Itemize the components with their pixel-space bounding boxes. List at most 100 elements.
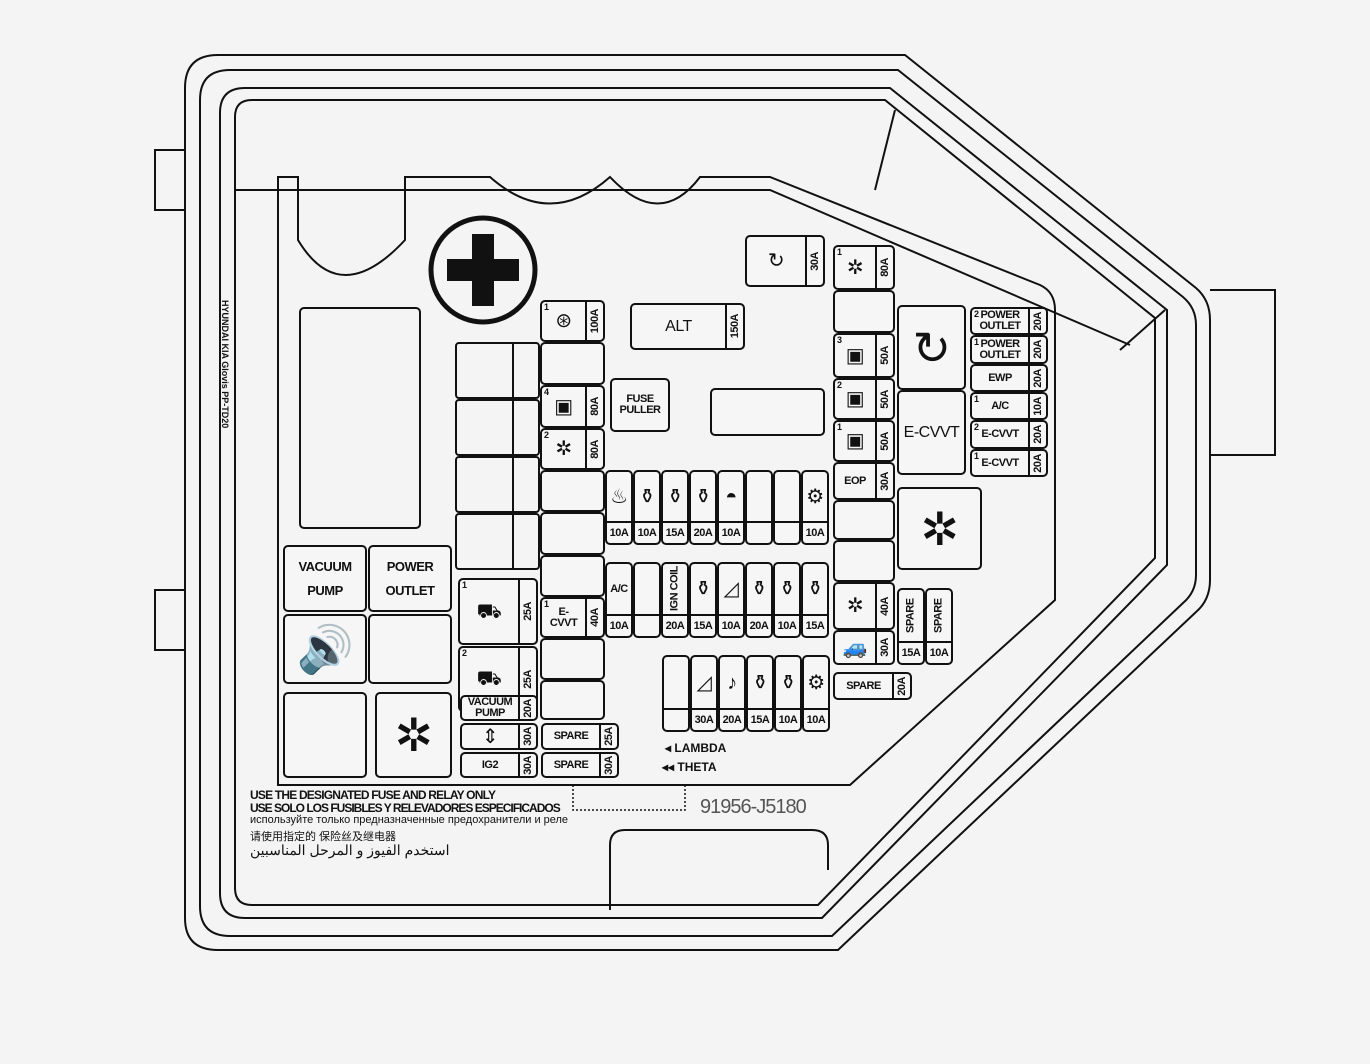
divider — [512, 458, 514, 511]
rating-text: 10A — [609, 620, 629, 632]
fuse-rating: 10A — [607, 614, 631, 636]
fuse-rating: 20A — [1028, 337, 1046, 362]
slot-body: 1⛟ — [460, 580, 518, 643]
relay-fuse-puller: FUSE PULLER — [610, 378, 670, 432]
mdps-fuse-icon: ⊛ — [555, 310, 572, 332]
fuse-rc-fan-1: 1✲80A — [833, 245, 895, 290]
plus-icon — [447, 234, 519, 306]
rating-text: 25A — [522, 669, 534, 689]
slot-body — [835, 292, 893, 331]
r1-ecu3-icon: ⚱ — [694, 485, 712, 508]
slot-number: 1 — [974, 451, 979, 461]
slot-number: 1 — [837, 247, 842, 257]
legend-lambda: ◂ LAMBDA — [665, 741, 727, 755]
slot-body: ✲ — [899, 489, 980, 568]
relay-empty-relay-1 — [368, 614, 452, 684]
fuse-rating: 20A — [720, 708, 744, 730]
slot-body — [542, 514, 603, 553]
slot-body: A/C — [607, 564, 631, 614]
fuse-rating: 30A — [875, 632, 893, 663]
r3-ecu1-icon: ⚱ — [751, 671, 769, 694]
slot-body: ⚱ — [747, 564, 771, 614]
slot-body: EOP — [835, 464, 875, 498]
fuse-abs-1: 1⛟25A — [458, 578, 538, 645]
slot-body: IGN COIL — [663, 564, 687, 614]
rc-batt-1-icon: ▣ — [845, 430, 865, 452]
fuse-r2-empty — [633, 562, 661, 638]
slot-body: 4▣ — [542, 387, 585, 426]
slot-number: 1 — [974, 394, 979, 404]
fuse-r2-ecu2: ⚱ 20A — [745, 562, 773, 638]
slot-body: ◿ — [692, 657, 716, 708]
rating-text: 15A — [805, 620, 825, 632]
rating-text: 150A — [729, 314, 741, 339]
fuse-rating: 80A — [585, 430, 603, 468]
fuse-r1-empty1 — [745, 470, 773, 545]
slot-label: A/C — [991, 399, 1009, 412]
r2-wiper-icon: ◿ — [723, 578, 739, 600]
fuse-battery-4: 4▣80A — [540, 385, 605, 428]
slot-label: POWER OUTLET — [979, 337, 1022, 361]
r3-sensor-icon: ⚙ — [807, 671, 825, 694]
empty-relay-slot — [455, 513, 540, 570]
slot-body — [635, 564, 659, 614]
slot-label: VACUUM PUMP — [298, 558, 352, 598]
slot-body: 2⛟ — [460, 648, 518, 710]
rating-text: 30A — [879, 638, 891, 657]
r3-horn-icon: ♪ — [727, 671, 737, 694]
fuse-rating: 150A — [725, 305, 743, 348]
logo-hyundai: HYUNDAI — [220, 300, 230, 342]
fuse-col-empty-4 — [540, 555, 605, 597]
fuse-rating: 15A — [748, 708, 772, 730]
slot-body: ⚱ — [663, 472, 687, 521]
fuse-rating: 40A — [585, 599, 603, 636]
fuse-rc-empty-1 — [833, 290, 895, 333]
fuse-rating: 30A — [692, 708, 716, 730]
slot-label: E- CVVT — [549, 605, 578, 629]
rating-text: 20A — [693, 527, 713, 539]
fuse-rating: 10A — [927, 641, 951, 663]
slot-label: POWER OUTLET — [979, 309, 1022, 332]
fuse-r1-ecu2: ⚱15A — [661, 470, 689, 545]
fuse-col-empty-5 — [540, 638, 605, 680]
fuse-rating: 20A — [663, 614, 687, 636]
slot-body: 2▣ — [835, 380, 875, 418]
slot-body: 2✲ — [542, 430, 585, 468]
slot-body — [542, 557, 603, 595]
r2-ecu4-icon: ⚱ — [806, 578, 824, 600]
slot-number: 1 — [974, 337, 979, 347]
slot-body: VACUUM PUMP — [285, 547, 365, 610]
rating-text: 20A — [749, 620, 769, 632]
fuse-mdps-fuse: 1⊛100A — [540, 300, 605, 342]
fuse-rating: 15A — [663, 521, 687, 543]
empty-relay-slot — [455, 399, 540, 456]
rc-batt-3-icon: ▣ — [845, 344, 865, 367]
fuse-rating: 10A — [719, 521, 743, 543]
slot-label: SPARE — [846, 679, 881, 692]
rating-text: 10A — [721, 620, 741, 632]
rating-text: 50A — [879, 389, 891, 409]
fuse-rating: 25A — [518, 580, 536, 643]
rating-text: 25A — [603, 727, 615, 746]
slot-number: 1 — [544, 302, 549, 312]
slot-number: 4 — [544, 387, 549, 397]
relay-vacuum-pump-relay: VACUUM PUMP — [283, 545, 367, 612]
r3-ecu2-icon: ⚱ — [779, 671, 797, 694]
rc-batt-2-icon: ▣ — [845, 388, 865, 410]
fuse-r3-empty — [662, 655, 690, 732]
slot-body — [664, 657, 688, 708]
brand-logos: HYUNDAI KIA Glovis PP-TD20 — [220, 300, 230, 428]
rc-blower-icon: ✲ — [846, 595, 864, 617]
slot-body: ⚙ — [803, 472, 827, 521]
start-30a-icon: ↻ — [767, 250, 785, 272]
slot-body: ⚱ — [635, 472, 659, 521]
rating-text: 10A — [806, 714, 826, 726]
slot-number: 2 — [974, 422, 979, 432]
r2-ecu2-icon: ⚱ — [750, 578, 768, 600]
rating-text: 10A — [721, 527, 741, 539]
